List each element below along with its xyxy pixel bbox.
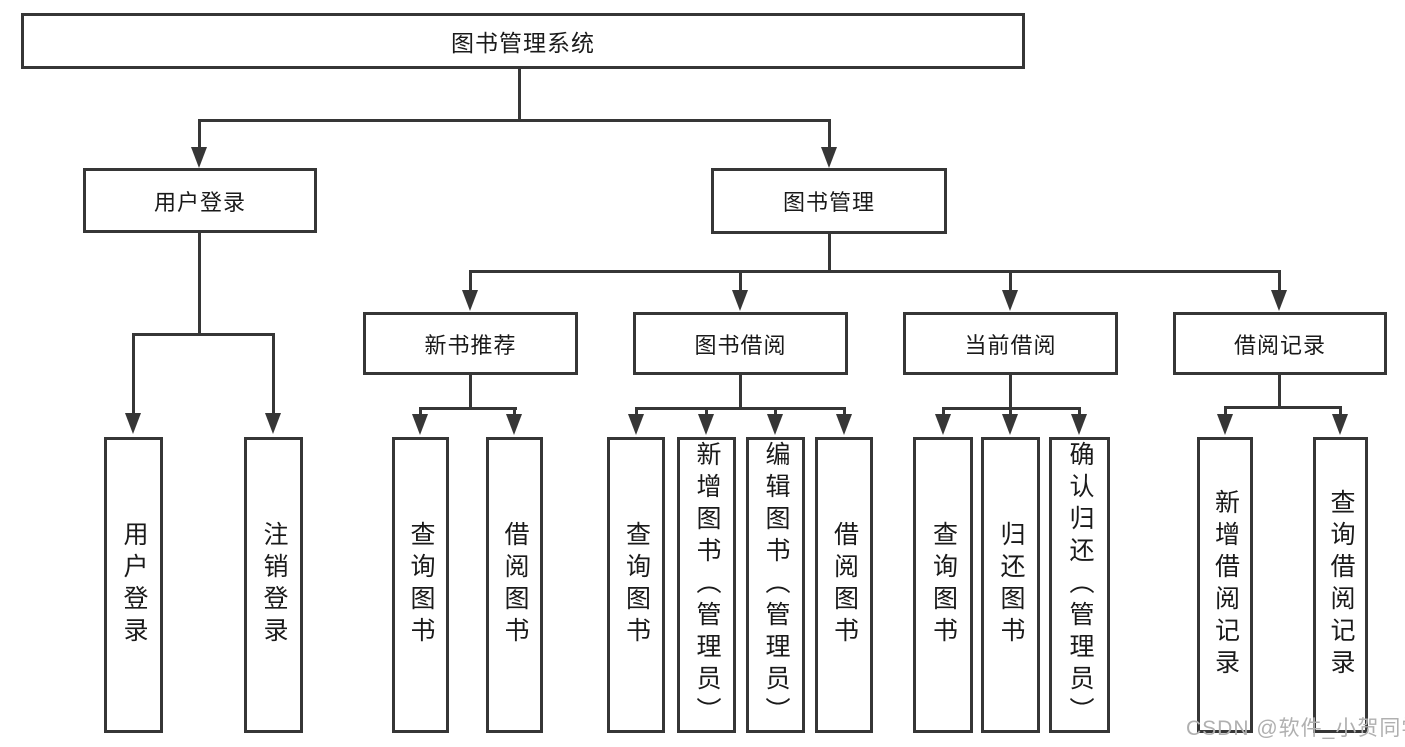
leaf-borrow-borrow-book: 借阅图书 [815,437,873,733]
arrowhead [1271,290,1287,311]
arrowhead [628,414,644,435]
arrowhead [1002,414,1018,435]
node-new-book-recommend-label: 新书推荐 [424,332,517,358]
leaf-add-borrow-record: 新增借阅记录 [1197,437,1253,733]
arrowhead [935,414,951,435]
arrowhead [191,147,207,168]
edge-to-cb-confirm [1078,407,1081,417]
arrowhead [265,413,281,434]
edge-to-bb-edit [774,407,777,417]
edge-user-login-branch [132,333,274,336]
edge-book-management-stem [828,234,831,273]
leaf-current-query-book: 查询图书 [913,437,973,733]
arrowhead [732,290,748,311]
leaf-return-book: 归还图书 [981,437,1040,733]
arrowhead [821,147,837,168]
edge-to-cb-return [1009,407,1012,417]
leaf-edit-book-admin: 编辑图书（管理员） [746,437,805,733]
edge-book-borrow-stem [739,375,742,410]
edge-user-login-stem [198,233,201,335]
node-user-login: 用户登录 [83,168,317,233]
arrowhead [506,414,522,435]
node-new-book-recommend: 新书推荐 [363,312,578,375]
leaf-add-book-admin-label: 新增图书（管理员） [693,441,721,729]
leaf-user-login-label: 用户登录 [120,521,148,649]
arrowhead [1002,290,1018,311]
leaf-recommend-query-book: 查询图书 [392,437,449,733]
leaf-current-query-book-label: 查询图书 [929,521,958,649]
edge-to-br-query [1339,406,1342,417]
leaf-logout: 注销登录 [244,437,303,733]
edge-to-bb-add [705,407,708,417]
leaf-confirm-return-admin: 确认归还（管理员） [1049,437,1110,733]
leaf-edit-book-admin-label: 编辑图书（管理员） [762,441,790,729]
leaf-return-book-label: 归还图书 [997,521,1025,649]
edge-borrow-records-stem [1278,375,1281,409]
edge-to-new-book-recommend [469,270,472,291]
node-borrow-records: 借阅记录 [1173,312,1387,375]
arrowhead [1071,414,1087,435]
edge-to-cb-query [942,407,945,417]
edge-root-stem [518,68,521,120]
edge-to-book-management [828,119,831,150]
leaf-recommend-borrow-book-label: 借阅图书 [501,521,529,649]
edge-recommend-branch [419,407,517,410]
edge-to-bb-borrow [843,407,846,417]
edge-borrow-records-branch [1224,406,1342,409]
arrowhead [767,414,783,435]
arrowhead [412,414,428,435]
node-book-management: 图书管理 [711,168,947,234]
edge-to-rec-query [419,407,422,417]
edge-to-leaf-logout [272,333,275,415]
leaf-add-borrow-record-label: 新增借阅记录 [1211,489,1240,681]
arrowhead [1217,414,1233,435]
arrowhead [698,414,714,435]
node-book-management-label: 图书管理 [782,190,875,215]
edge-book-borrow-branch [635,407,846,410]
csdn-watermark: CSDN @软件_小贺同学 [1186,717,1405,740]
leaf-borrow-query-book-label: 查询图书 [622,521,651,649]
node-borrow-records-label: 借阅记录 [1233,332,1326,358]
leaf-query-borrow-record-label: 查询借阅记录 [1327,489,1355,681]
edge-to-book-borrow [739,270,742,291]
edge-to-br-add [1224,406,1227,417]
edge-to-borrow-records [1278,270,1281,291]
leaf-user-login: 用户登录 [104,437,163,733]
leaf-logout-label: 注销登录 [260,521,288,649]
leaf-borrow-borrow-book-label: 借阅图书 [830,521,859,649]
edge-root-branch [198,119,831,122]
node-book-borrow-label: 图书借阅 [694,332,787,358]
node-root: 图书管理系统 [21,13,1025,69]
edge-book-management-branch [469,270,1281,273]
leaf-confirm-return-admin-label: 确认归还（管理员） [1066,441,1094,729]
arrowhead [462,290,478,311]
edge-to-current-borrow [1009,270,1012,291]
leaf-query-borrow-record: 查询借阅记录 [1313,437,1368,733]
arrowhead [1332,414,1348,435]
leaf-borrow-query-book: 查询图书 [607,437,665,733]
edge-to-leaf-user-login [132,333,135,415]
leaf-add-book-admin: 新增图书（管理员） [677,437,736,733]
edge-to-rec-borrow [513,407,516,417]
node-book-borrow: 图书借阅 [633,312,848,375]
arrowhead [125,413,141,434]
leaf-recommend-query-book-label: 查询图书 [407,521,435,649]
node-current-borrow-label: 当前借阅 [964,332,1057,358]
node-user-login-label: 用户登录 [153,189,246,215]
node-current-borrow: 当前借阅 [903,312,1118,375]
edge-to-user-login [198,119,201,150]
edge-current-borrow-stem [1009,375,1012,410]
edge-to-bb-query [635,407,638,417]
node-root-label: 图书管理系统 [451,30,595,56]
edge-recommend-stem [469,375,472,410]
arrowhead [836,414,852,435]
leaf-recommend-borrow-book: 借阅图书 [486,437,543,733]
